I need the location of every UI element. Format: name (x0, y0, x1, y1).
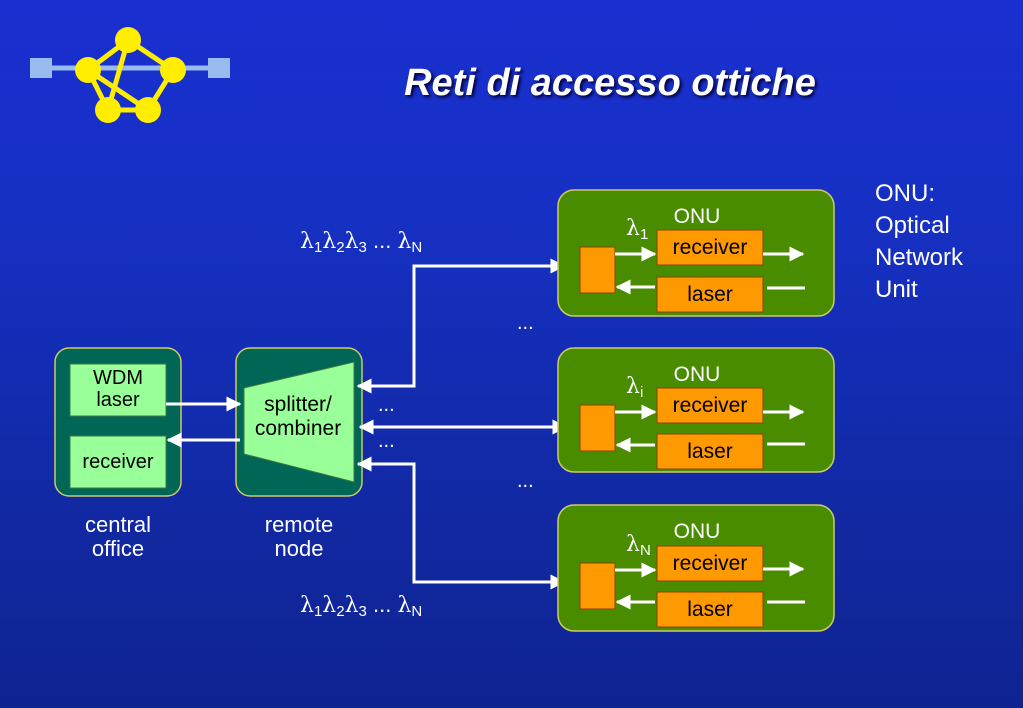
splitter-dots-bottom: ... (378, 430, 395, 452)
splitter-trapezoid (243, 361, 355, 483)
wavelength-label-bottom: λ1λ2λ3 ... λN (300, 592, 423, 620)
splitter-dots-top: ... (378, 394, 395, 416)
onu-1-lambda: λ1 (626, 216, 649, 243)
wdm-laser-box (69, 363, 167, 417)
logo-bar-right (208, 58, 230, 78)
logo-node (135, 97, 161, 123)
onu-1-coupler (579, 246, 616, 294)
co-receiver-label: receiver (82, 451, 154, 473)
onu-n (557, 504, 835, 632)
logo-node (160, 57, 186, 83)
co-receiver-box (69, 435, 167, 489)
onu-1-laser-label: laser (687, 283, 733, 306)
onu-i-coupler (579, 404, 616, 452)
onu-1-receiver-box (656, 229, 764, 266)
onu-1-title: ONU (673, 205, 721, 228)
onu-dots-2: ... (517, 470, 534, 492)
onu-n-receiver-label: receiver (672, 552, 748, 575)
onu-dots-1: ... (517, 312, 534, 334)
onu-1-receiver-label: receiver (672, 236, 748, 259)
onu-definition-note: ONU: Optical Network Unit (875, 180, 964, 303)
onu-n-receiver-box (656, 545, 764, 582)
onu-i-receiver-label: receiver (672, 394, 748, 417)
onu-n-laser-label: laser (687, 598, 733, 621)
onu-i-laser-label: laser (687, 440, 733, 463)
central-office-caption: central office (84, 512, 152, 561)
onu-n-coupler (579, 562, 616, 610)
onu-i-lambda: λi (626, 374, 644, 401)
remote-node-caption: remote node (264, 512, 334, 561)
logo-node (115, 27, 141, 53)
onu-1-laser-box (656, 276, 764, 313)
onu-i-laser-box (656, 433, 764, 470)
onu-i-title: ONU (673, 363, 721, 386)
onu-i (557, 347, 835, 473)
onu-1 (557, 189, 835, 317)
onu-n-laser-box (656, 591, 764, 628)
splitter-label: splitter/ combiner (254, 393, 342, 440)
logo-node (95, 97, 121, 123)
onu-i-receiver-box (656, 387, 764, 424)
wavelength-label-top: λ1λ2λ3 ... λN (300, 228, 423, 256)
logo-node (75, 57, 101, 83)
network-graph-icon (30, 27, 230, 123)
onu-n-title: ONU (673, 520, 721, 543)
slide-title: Reti di accesso ottiche (404, 62, 816, 104)
wdm-laser-label: WDM laser (93, 367, 143, 411)
logo-bar-left (30, 58, 52, 78)
onu-n-lambda: λN (626, 532, 651, 559)
